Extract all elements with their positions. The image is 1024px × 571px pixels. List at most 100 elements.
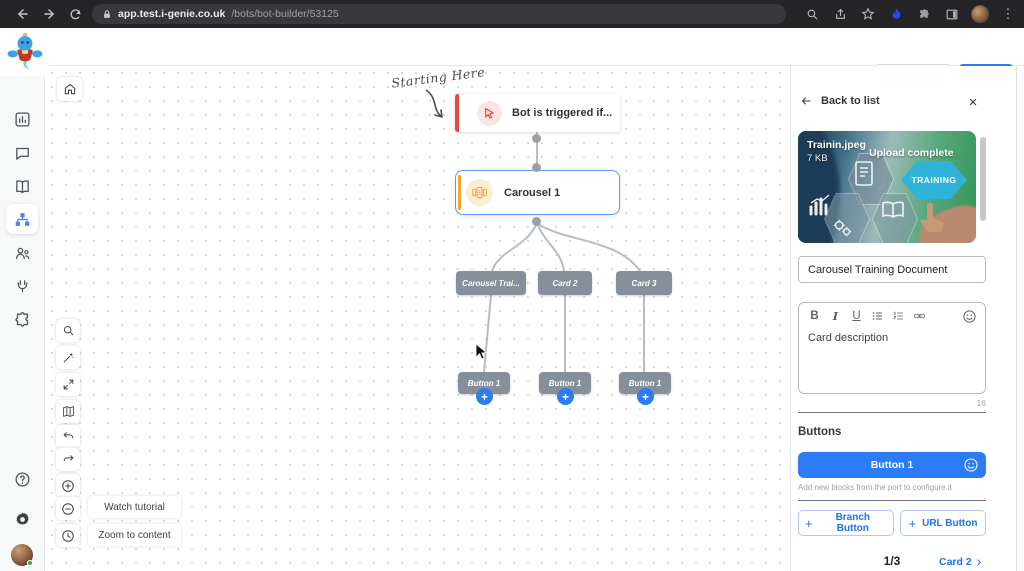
url-domain: app.test.i-genie.co.uk	[118, 8, 226, 20]
document-icon	[855, 161, 873, 186]
training-hexagon: TRAINING	[901, 161, 967, 199]
button-node-2[interactable]: Button 1	[539, 372, 591, 394]
carousel-node[interactable]: Carousel 1	[455, 170, 620, 215]
underline-button[interactable]: U	[852, 310, 861, 322]
ordered-list-button[interactable]	[890, 308, 907, 324]
trigger-out-port[interactable]	[532, 134, 541, 143]
profile-avatar[interactable]	[968, 4, 992, 24]
sidebar-item-integrations[interactable]	[6, 271, 38, 301]
history-tool[interactable]	[56, 524, 80, 547]
carousel-out-port[interactable]	[532, 217, 541, 226]
canvas-home-button[interactable]	[57, 77, 82, 101]
trigger-node-label: Bot is triggered if...	[512, 107, 613, 119]
annotation-arrow	[425, 89, 443, 118]
carousel-icon	[466, 179, 493, 206]
add-block-button-2[interactable]: +	[557, 388, 574, 405]
bold-button[interactable]: B	[810, 310, 819, 322]
browser-menu-icon[interactable]: ⋮	[1001, 6, 1015, 21]
upload-status: Upload complete	[869, 147, 954, 159]
sidebar-item-dashboard[interactable]	[6, 104, 38, 134]
card-pagination: 1/3	[883, 554, 901, 568]
carousel-node-label: Carousel 1	[504, 186, 561, 199]
pointing-finger	[920, 203, 944, 232]
panel-scrollbar[interactable]	[980, 137, 986, 221]
gears-icon	[833, 219, 852, 237]
url-button-add[interactable]: +URL Button	[900, 510, 986, 536]
minimap-tool[interactable]	[56, 400, 80, 423]
app-header: Back Carousel: Help Article Saved Test t…	[0, 28, 1024, 89]
undo-tool[interactable]	[56, 425, 80, 448]
emoji-button[interactable]	[961, 308, 978, 324]
card-description-text[interactable]: Card description	[808, 332, 889, 344]
share-icon[interactable]	[828, 4, 852, 24]
back-to-list-label: Back to list	[821, 95, 880, 107]
browser-forward-icon[interactable]	[36, 4, 62, 24]
card-config-panel: Back to list × TRAINING Trainin.jpeg 7 K…	[790, 66, 1016, 571]
trigger-pointer-icon	[477, 100, 502, 126]
sidebar-item-settings[interactable]	[6, 504, 38, 534]
bullet-list-button[interactable]	[869, 308, 886, 324]
extensions-puzzle-icon[interactable]	[912, 4, 936, 24]
sidebar-item-knowledge-base[interactable]	[6, 171, 38, 201]
back-arrow-icon	[801, 97, 811, 105]
file-name: Trainin.jpeg	[807, 139, 866, 151]
side-panel-icon[interactable]	[940, 4, 964, 24]
sidebar-item-extensions[interactable]	[6, 304, 38, 334]
canvas-search-tool[interactable]	[56, 319, 80, 342]
sidebar-profile-avatar[interactable]	[6, 540, 38, 570]
card-button-label: Button 1	[870, 459, 914, 471]
sidebar-item-bot-builder[interactable]	[6, 204, 38, 234]
magic-wand-tool[interactable]	[56, 346, 80, 369]
sidebar-item-help[interactable]	[6, 464, 38, 494]
window-edge-strip	[1016, 66, 1024, 571]
bar-chart-icon	[809, 194, 830, 216]
zoom-search-icon[interactable]	[800, 4, 824, 24]
trigger-node[interactable]: Bot is triggered if...	[455, 94, 620, 132]
back-to-list-button[interactable]: Back to list	[799, 95, 880, 107]
browser-back-icon[interactable]	[10, 4, 36, 24]
port-hint-text: Add new blocks from the port to configur…	[798, 483, 952, 492]
next-card-link[interactable]: Card 2	[939, 556, 983, 568]
add-block-button-1[interactable]: +	[476, 388, 493, 405]
flow-canvas[interactable]: Starting Here Bot is triggered if... Car…	[45, 66, 790, 571]
divider	[798, 500, 986, 501]
bookmark-star-icon[interactable]	[856, 4, 880, 24]
card-node-3[interactable]: Card 3	[616, 271, 672, 295]
card-node-2[interactable]: Card 2	[538, 271, 592, 295]
editor-toolbar: B I U	[799, 303, 985, 326]
sidebar-item-conversations[interactable]	[6, 138, 38, 168]
buttons-heading: Buttons	[798, 426, 842, 438]
chevron-right-icon	[976, 558, 981, 566]
link-button[interactable]	[911, 308, 928, 324]
extension-flame-icon[interactable]	[884, 4, 908, 24]
plus-icon: +	[908, 515, 917, 531]
branch-button-add[interactable]: +Branch Button	[798, 510, 894, 536]
add-block-button-3[interactable]: +	[637, 388, 654, 405]
redo-tool[interactable]	[56, 448, 80, 471]
genie-logo[interactable]	[0, 30, 50, 76]
card-button-1[interactable]: Button 1	[798, 452, 986, 478]
url-path: /bots/bot-builder/53125	[231, 8, 339, 20]
card-title-input[interactable]	[798, 256, 986, 283]
book-icon	[882, 201, 904, 219]
fit-view-tool[interactable]	[56, 373, 80, 396]
browser-reload-icon[interactable]	[62, 4, 88, 24]
lock-icon	[104, 9, 110, 18]
url-bar[interactable]: app.test.i-genie.co.uk/bots/bot-builder/…	[92, 4, 786, 24]
card-node-1[interactable]: Carousel Trai...	[456, 271, 526, 295]
sidebar-item-audience[interactable]	[6, 238, 38, 268]
description-editor[interactable]: B I U Card description	[798, 302, 986, 394]
divider	[798, 412, 986, 413]
zoom-out-tool[interactable]	[56, 497, 80, 520]
button-emoji-icon[interactable]	[963, 457, 979, 473]
zoom-in-tool[interactable]	[56, 474, 80, 497]
carousel-in-port[interactable]	[532, 163, 541, 172]
italic-button[interactable]: I	[832, 309, 839, 323]
zoom-to-content-button[interactable]: Zoom to content	[88, 524, 181, 546]
button-node-3[interactable]: Button 1	[619, 372, 671, 394]
button-node-1[interactable]: Button 1	[458, 372, 510, 394]
watch-tutorial-button[interactable]: Watch tutorial	[88, 496, 181, 518]
close-panel-button[interactable]: ×	[968, 93, 978, 111]
browser-chrome: app.test.i-genie.co.uk/bots/bot-builder/…	[0, 0, 1024, 28]
